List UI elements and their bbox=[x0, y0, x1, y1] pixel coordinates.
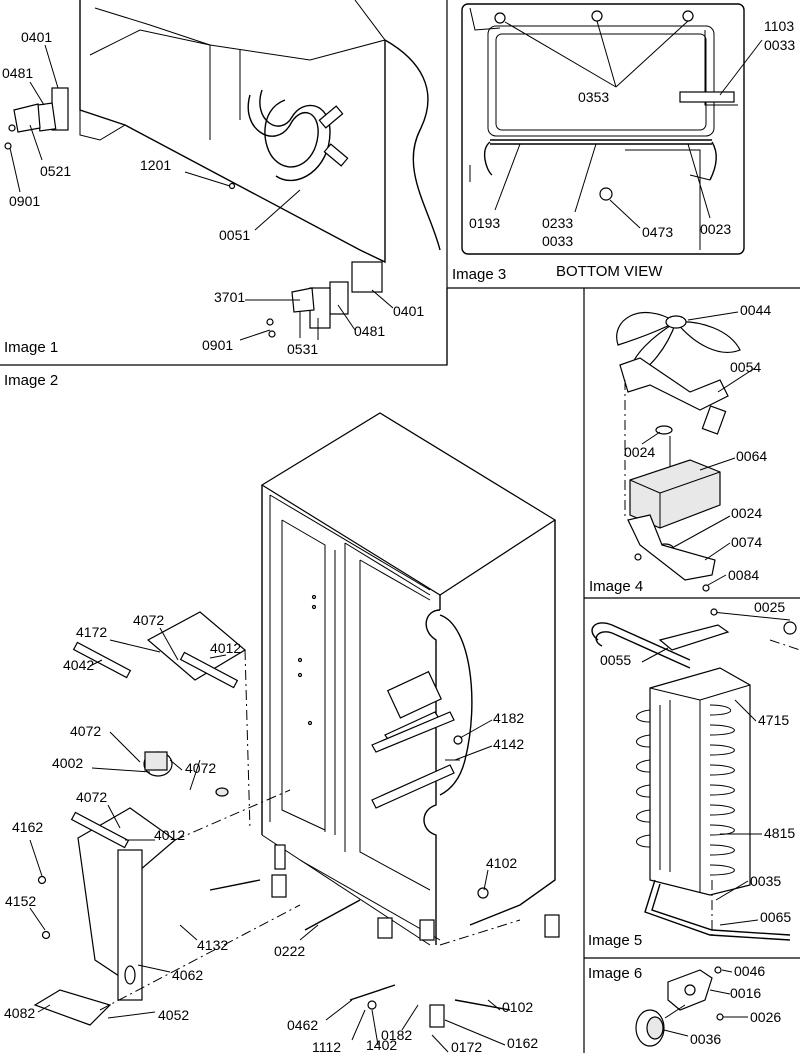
part-label: 0026 bbox=[750, 1009, 781, 1025]
image2-labels: Image 2 4072 4172 4012 4042 4072 4072 40… bbox=[4, 372, 538, 1053]
image3-subtitle: BOTTOM VIEW bbox=[556, 263, 663, 280]
image1-caption: Image 1 bbox=[4, 339, 58, 356]
image3-caption: Image 3 bbox=[452, 266, 506, 283]
part-label: 0025 bbox=[754, 599, 785, 615]
part-label: 0035 bbox=[750, 873, 781, 889]
part-label: 0182 bbox=[381, 1027, 412, 1043]
part-label: 0024 bbox=[731, 505, 762, 521]
part-label: 0044 bbox=[740, 302, 771, 318]
image2-drawing bbox=[29, 412, 560, 1053]
part-label: 0901 bbox=[202, 337, 233, 353]
part-label: 1112 bbox=[312, 1039, 341, 1053]
image4-labels: 0044 0054 0024 0064 0024 0074 0084 Image… bbox=[589, 302, 771, 595]
part-label: 0901 bbox=[9, 193, 40, 209]
image1-drawing bbox=[4, 0, 441, 341]
part-label: 0233 bbox=[542, 215, 573, 231]
part-label: 1402 bbox=[366, 1037, 397, 1053]
part-label: 0051 bbox=[219, 227, 250, 243]
part-label: 4012 bbox=[154, 827, 185, 843]
image2-caption: Image 2 bbox=[4, 372, 58, 389]
part-label: 0481 bbox=[2, 65, 33, 81]
part-label: 4072 bbox=[185, 760, 216, 776]
part-label: 1103 bbox=[764, 18, 794, 34]
part-label: 4072 bbox=[70, 723, 101, 739]
part-label: 0016 bbox=[730, 985, 761, 1001]
part-label: 4815 bbox=[764, 825, 795, 841]
part-label: 4162 bbox=[12, 819, 43, 835]
image5-drawing bbox=[591, 608, 800, 941]
image3-labels: 1103 0033 0353 0193 0233 0033 0473 0023 … bbox=[452, 18, 795, 283]
image6-labels: Image 6 0046 0016 0026 0036 bbox=[588, 963, 781, 1047]
part-label: 0084 bbox=[728, 567, 759, 583]
image3-drawing bbox=[461, 3, 763, 255]
part-label: 4002 bbox=[52, 755, 83, 771]
part-label: 0401 bbox=[21, 29, 52, 45]
part-label: 1201 bbox=[140, 157, 171, 173]
part-label: 4172 bbox=[76, 624, 107, 640]
part-label: 0054 bbox=[730, 359, 761, 375]
part-label: 4012 bbox=[210, 640, 241, 656]
part-label: 4152 bbox=[5, 893, 36, 909]
part-label: 0055 bbox=[600, 652, 631, 668]
part-label: 0193 bbox=[469, 215, 500, 231]
part-label: 0033 bbox=[764, 37, 795, 53]
part-label: 0064 bbox=[736, 448, 767, 464]
part-label: 0531 bbox=[287, 341, 318, 357]
part-label: 0481 bbox=[354, 323, 385, 339]
image1-labels: 0401 0481 0521 0901 1201 0051 3701 0901 … bbox=[2, 29, 424, 357]
image6-caption: Image 6 bbox=[588, 965, 642, 982]
part-label: 0074 bbox=[731, 534, 762, 550]
part-label: 4132 bbox=[197, 937, 228, 953]
part-label: 4062 bbox=[172, 967, 203, 983]
part-label: 4052 bbox=[158, 1007, 189, 1023]
part-label: 0046 bbox=[734, 963, 765, 979]
part-label: 0024 bbox=[624, 444, 655, 460]
part-label: 0473 bbox=[642, 224, 673, 240]
part-label: 0521 bbox=[40, 163, 71, 179]
image4-caption: Image 4 bbox=[589, 578, 643, 595]
part-label: 0172 bbox=[451, 1039, 482, 1053]
part-label: 0353 bbox=[578, 89, 609, 105]
part-label: 4102 bbox=[486, 855, 517, 871]
part-label: 4072 bbox=[133, 612, 164, 628]
image4-drawing bbox=[616, 311, 756, 592]
part-label: 4142 bbox=[493, 736, 524, 752]
part-label: 0065 bbox=[760, 909, 791, 925]
part-label: 4182 bbox=[493, 710, 524, 726]
part-label: 0222 bbox=[274, 943, 305, 959]
part-label: 4042 bbox=[63, 657, 94, 673]
part-label: 0102 bbox=[502, 999, 533, 1015]
part-label: 0162 bbox=[507, 1035, 538, 1051]
coil-fins bbox=[636, 704, 735, 876]
part-label: 4715 bbox=[758, 712, 789, 728]
part-label: 0036 bbox=[690, 1031, 721, 1047]
part-label: 3701 bbox=[214, 289, 245, 305]
image5-labels: 0025 0055 4715 4815 0035 0065 Image 5 bbox=[588, 599, 795, 949]
part-label: 4072 bbox=[76, 789, 107, 805]
part-label: 0023 bbox=[700, 221, 731, 237]
part-label: 0462 bbox=[287, 1017, 318, 1033]
image5-caption: Image 5 bbox=[588, 932, 642, 949]
image6-drawing bbox=[635, 966, 748, 1047]
part-label: 4082 bbox=[4, 1005, 35, 1021]
part-label: 0401 bbox=[393, 303, 424, 319]
part-label: 0033 bbox=[542, 233, 573, 249]
